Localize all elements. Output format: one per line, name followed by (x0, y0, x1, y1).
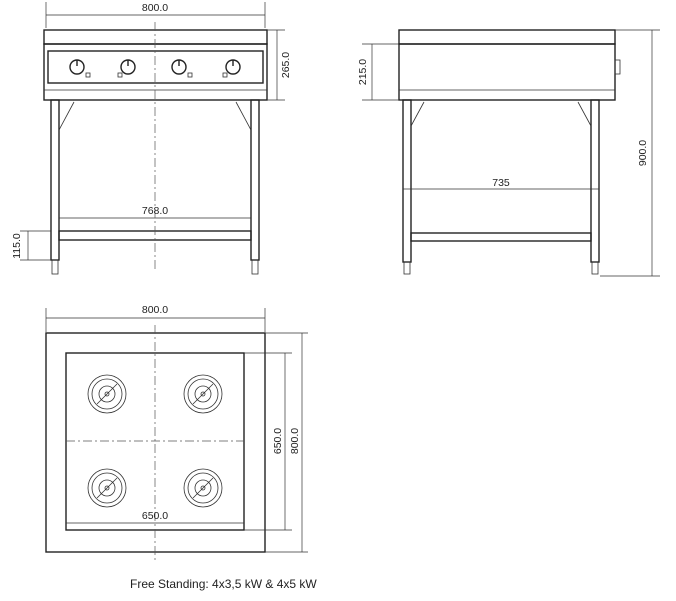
top-inner-width-label: 650.0 (142, 510, 168, 522)
side-body (398, 43, 616, 101)
top-inner-height-dimension: 650.0 (244, 352, 292, 531)
top-inner-width-dimension: 650.0 (66, 510, 244, 524)
top-inner-height-label: 650.0 (272, 428, 284, 454)
front-panel-height-label: 265.0 (280, 52, 292, 78)
side-legs (402, 99, 600, 275)
hob (87, 468, 127, 508)
side-depth-dimension: 735 (403, 177, 599, 190)
side-shelf (410, 232, 592, 242)
top-view: 800.0 (45, 304, 308, 560)
side-view: 215.0 735 900.0 (357, 29, 660, 277)
knob (69, 59, 91, 78)
side-top-height-label: 215.0 (357, 59, 369, 85)
knob (117, 59, 136, 78)
front-legs (50, 99, 260, 275)
knob (171, 59, 193, 78)
knob (222, 59, 241, 78)
front-body (43, 43, 268, 101)
hob (87, 374, 127, 414)
top-width-label: 800.0 (142, 304, 168, 316)
front-hob-top (43, 29, 268, 45)
side-hob-top (398, 29, 616, 45)
caption: Free Standing: 4x3,5 kW & 4x5 kW (130, 577, 317, 591)
front-shelf-height-dimension: 115.0 (11, 230, 51, 261)
front-shelf-height-label: 115.0 (11, 233, 23, 259)
control-panel (47, 50, 264, 84)
front-view: 800.0 (11, 2, 292, 275)
top-outline (45, 332, 266, 553)
top-depth-dimension: 800.0 (265, 332, 308, 553)
front-width-dimension: 800.0 (45, 2, 266, 28)
side-depth-label: 735 (492, 177, 510, 189)
front-width-label: 800.0 (142, 2, 168, 14)
top-depth-label: 800.0 (289, 428, 301, 454)
top-width-dimension: 800.0 (45, 304, 266, 332)
side-total-height-dimension: 900.0 (600, 29, 660, 277)
front-panel-height-dimension: 265.0 (267, 29, 292, 101)
side-knob-profile (614, 59, 621, 75)
side-total-height-label: 900.0 (637, 140, 649, 166)
hob (183, 374, 223, 414)
side-top-height-dimension: 215.0 (357, 43, 399, 101)
hob (183, 468, 223, 508)
